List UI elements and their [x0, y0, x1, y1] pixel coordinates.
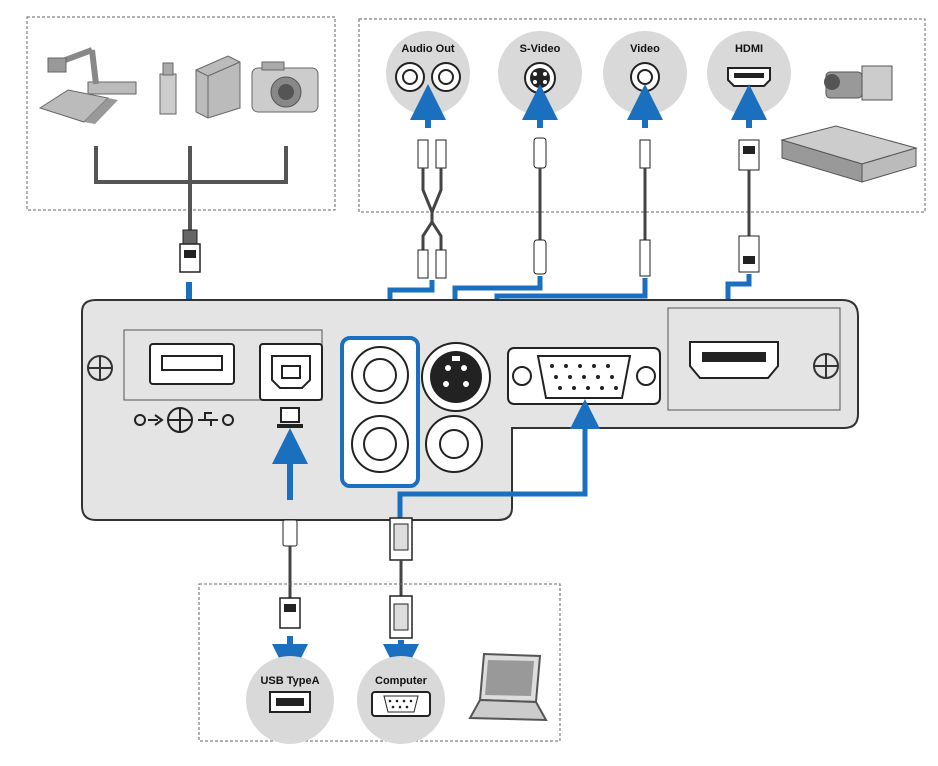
vga-cable — [389, 517, 413, 639]
audio-out-label: Audio Out — [401, 43, 454, 55]
s-video-cable — [533, 137, 547, 212]
hdmi-cable — [738, 139, 760, 212]
usb-flash-drive-icon — [159, 62, 177, 115]
s-video-jack-icon — [524, 62, 556, 94]
camcorder-icon — [824, 65, 893, 101]
s-video-jack-icon — [421, 342, 491, 412]
computer-port-group: Computer — [357, 656, 445, 744]
dvd-player-icon — [780, 125, 918, 183]
usb-typea-port-icon — [149, 343, 235, 385]
document-camera-icon — [38, 47, 137, 124]
screw-hole-right — [813, 353, 839, 379]
usb-hard-drive-icon — [195, 55, 241, 119]
computer-label: Computer — [375, 675, 428, 687]
vga-port-icon — [507, 347, 661, 405]
laptop-icon — [468, 652, 548, 722]
hdmi-port-group: HDMI — [707, 31, 791, 115]
s-video-label: S-Video — [520, 43, 561, 55]
rca-jack-icon — [425, 415, 483, 473]
audio-out-circle — [386, 31, 470, 115]
usb-device-bracket — [94, 146, 288, 230]
usb-devices-group — [26, 16, 336, 230]
vga-port-icon — [371, 691, 431, 717]
usb-typea-label: USB TypeA — [260, 675, 319, 687]
av-sources-frame — [358, 18, 926, 213]
digital-camera-icon — [251, 61, 319, 113]
video-rca-cable — [639, 139, 651, 212]
av-sources-group: Audio Out S-Video Video — [358, 18, 926, 216]
computer-frame — [198, 583, 561, 742]
hdmi-port-icon — [689, 341, 779, 379]
usb-b-cable — [279, 519, 301, 629]
hdmi-label: HDMI — [735, 43, 763, 55]
usb-a-plug-top — [179, 229, 201, 273]
rca-jack-icon — [630, 62, 660, 92]
usb-devices-frame — [26, 16, 336, 211]
projector-input-panel — [81, 299, 859, 521]
screw-hole-left — [87, 355, 113, 381]
usb-typeb-port-icon — [259, 343, 323, 401]
usb-typea-port-group: USB TypeA — [246, 656, 334, 744]
usb-b-symbol-icon — [134, 407, 234, 433]
laptop-icon — [277, 407, 303, 428]
video-label: Video — [630, 43, 660, 55]
rca-jack-icon — [351, 346, 409, 473]
usb-typea-port-icon — [269, 691, 311, 713]
computer-group: USB TypeA Computer — [198, 583, 561, 744]
audio-rca-cable — [417, 139, 447, 216]
